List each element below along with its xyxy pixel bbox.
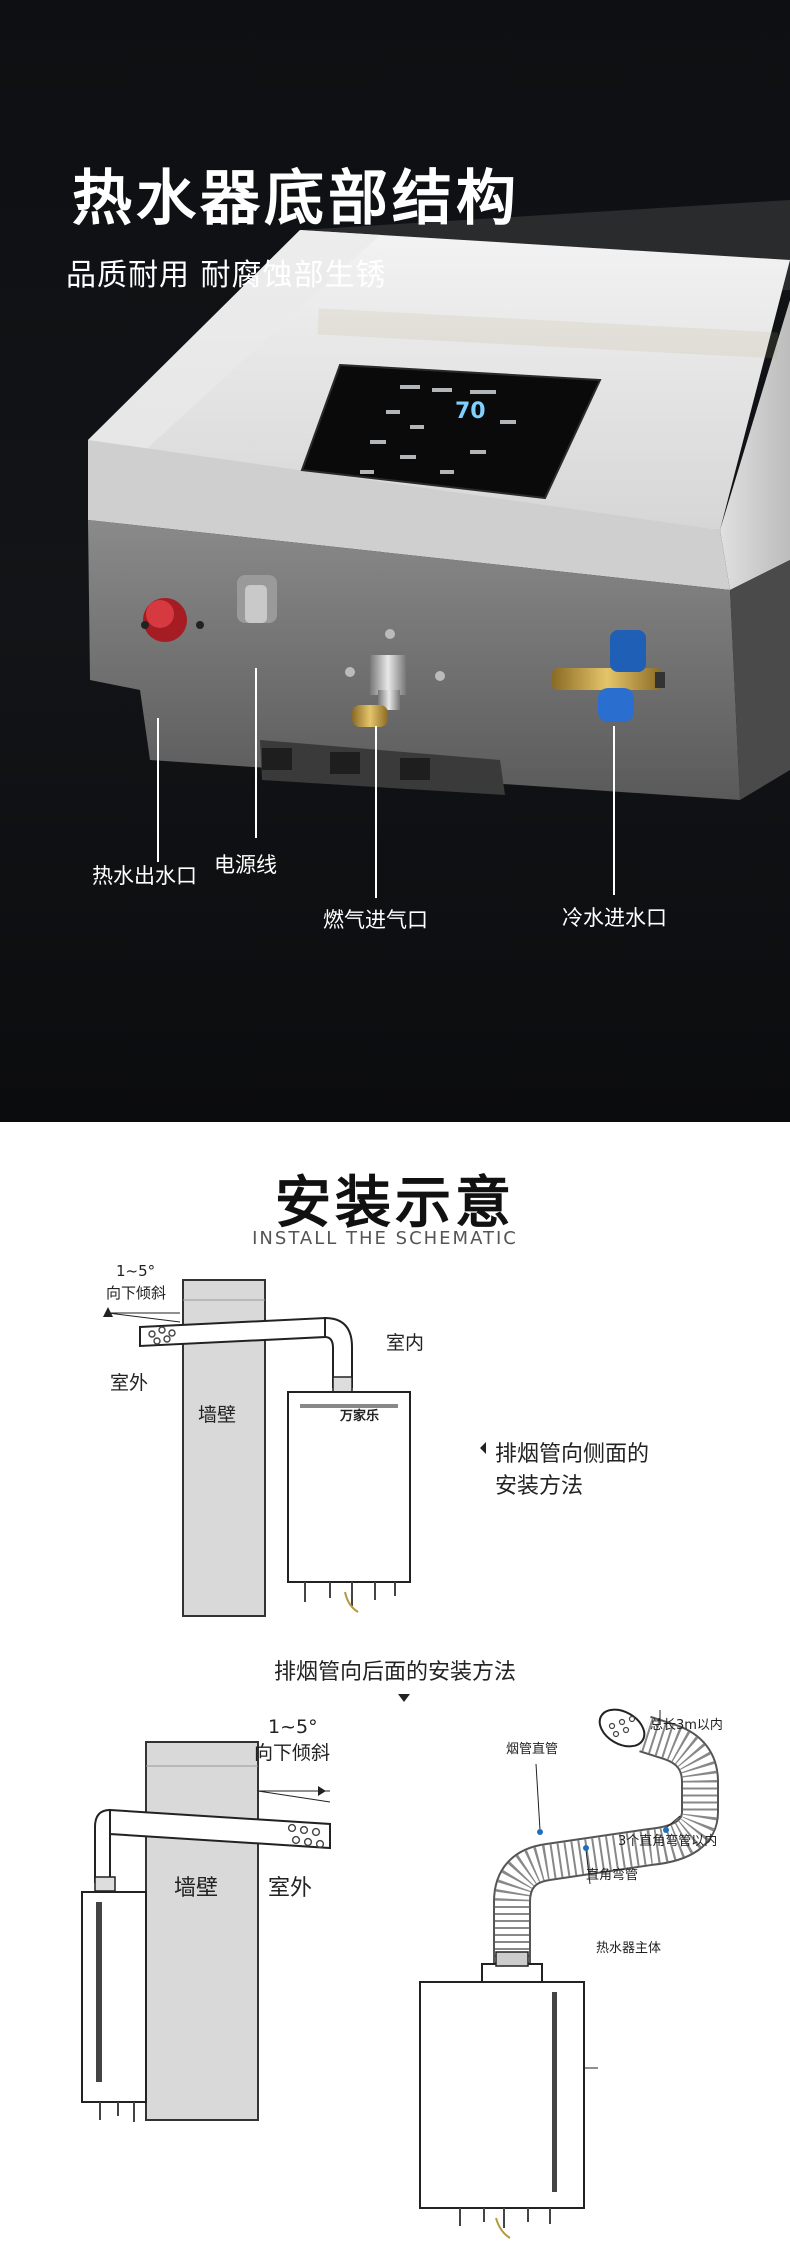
install-subtitle: INSTALL THE SCHEMATIC — [252, 1228, 518, 1249]
side-wall-label: 墙壁 — [198, 1404, 237, 1426]
rear-tilt-label: 向下倾斜 — [254, 1742, 331, 1764]
rear-angle-label: 1~5° — [268, 1716, 318, 1738]
caption-arrow-down-icon — [398, 1694, 410, 1702]
rear-heater-body — [81, 1891, 147, 2103]
part-elbow-count-label: 3个直角弯管以内 — [618, 1834, 718, 1849]
part-body-label: 热水器主体 — [596, 1941, 662, 1956]
label-power-cord: 电源线 — [214, 853, 277, 877]
rear-caption: 排烟管向后面的安装方法 — [273, 1660, 516, 1685]
side-tilt-label: 向下倾斜 — [106, 1284, 167, 1302]
install-diagram — [81, 1279, 719, 2239]
heater-front-rim — [88, 440, 730, 590]
side-heater-body — [287, 1391, 411, 1583]
panel-display-readout: 70 — [455, 399, 486, 424]
side-caption-line1: 排烟管向侧面的 — [495, 1442, 650, 1467]
label-cold-water-inlet: 冷水进水口 — [562, 906, 667, 930]
page-subtitle: 品质耐用 耐腐蚀部生锈 — [66, 258, 387, 293]
gas-inlet-fitting — [370, 655, 406, 695]
page-title: 热水器底部结构 — [72, 164, 520, 234]
side-caption-line2: 安装方法 — [495, 1474, 584, 1499]
install-schematic-section: 安装示意 INSTALL THE SCHEMATIC 1~5° 向下倾斜 室外 … — [0, 1122, 790, 2264]
water-heater-illustration: 70 — [88, 200, 790, 898]
side-angle-label: 1~5° — [116, 1262, 156, 1280]
rear-wall — [145, 1741, 259, 2121]
part-elbow-label: 直角弯管 — [586, 1868, 639, 1883]
side-indoor-label: 室内 — [386, 1332, 425, 1354]
caption-arrow-left-icon — [480, 1442, 486, 1454]
side-outdoor-label: 室外 — [110, 1372, 149, 1394]
label-hot-water-outlet: 热水出水口 — [92, 864, 197, 888]
cold-water-valve — [552, 668, 662, 690]
rear-wall-label: 墙壁 — [174, 1876, 219, 1901]
side-heater-brand: 万家乐 — [340, 1409, 380, 1424]
install-title: 安装示意 — [275, 1171, 515, 1236]
label-gas-inlet: 燃气进气口 — [323, 908, 428, 932]
parts-heater-body — [419, 1981, 585, 2209]
part-straight-pipe-label: 烟管直管 — [506, 1742, 559, 1757]
control-panel — [300, 363, 602, 500]
product-structure-section: 70 热水器底部结构 品质耐用 耐腐蚀部生锈 热水出水口 电源线 — [0, 0, 790, 1122]
part-total-length-label: 总长3m以内 — [650, 1718, 723, 1733]
rear-outdoor-label: 室外 — [268, 1876, 313, 1901]
